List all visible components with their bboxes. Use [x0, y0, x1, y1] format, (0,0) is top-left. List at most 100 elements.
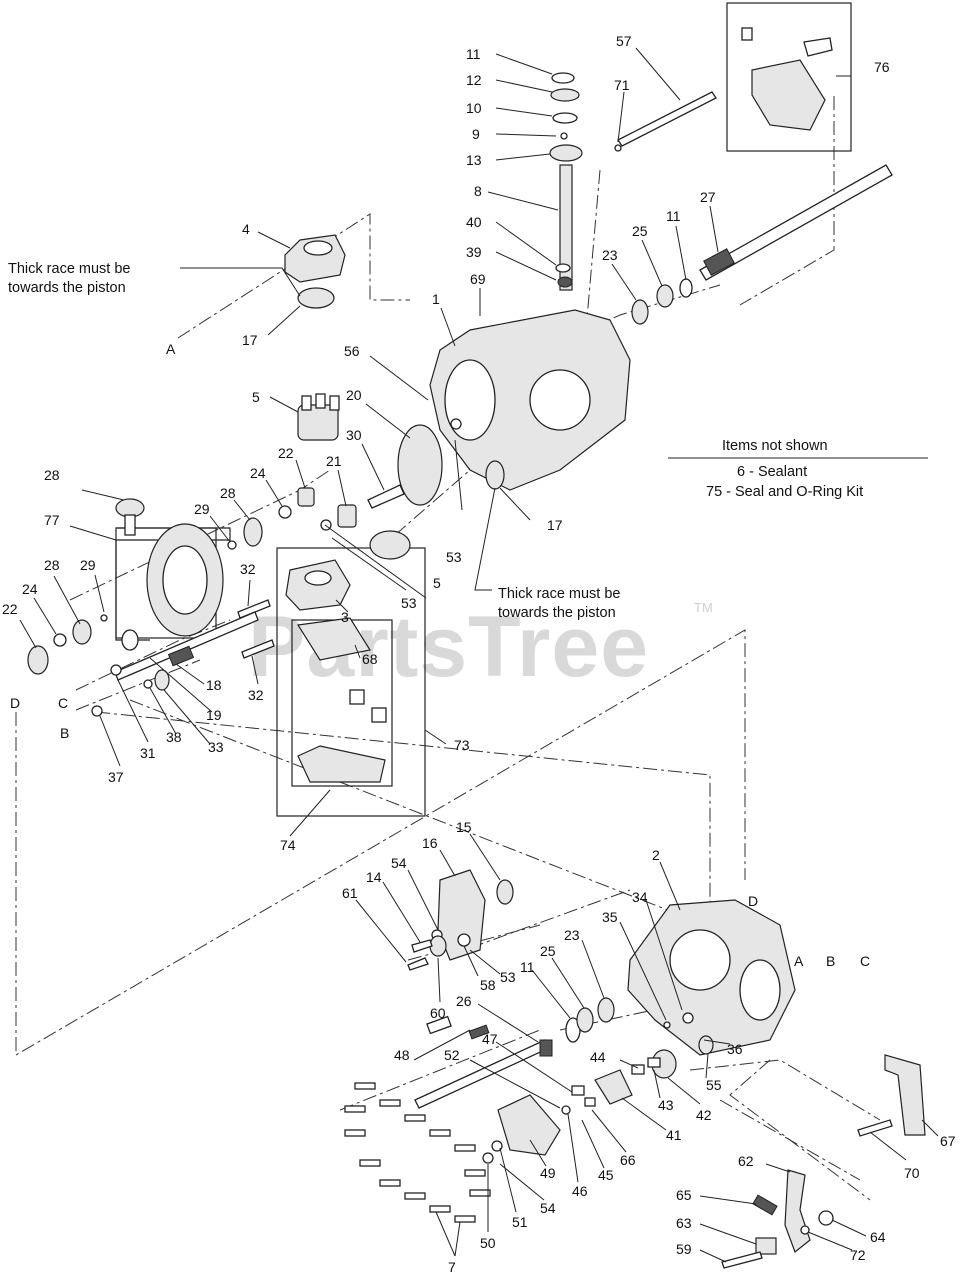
callout-31: 31 — [140, 745, 156, 761]
callout-15: 15 — [456, 819, 472, 835]
callout-19: 19 — [206, 707, 222, 723]
parts — [27, 27, 926, 1269]
callout-10: 10 — [466, 100, 482, 116]
leader-lines — [19, 47, 939, 1263]
callout-22: 22 — [278, 445, 294, 461]
callout-69: 69 — [470, 271, 486, 287]
callout-25b: 25 — [540, 943, 556, 959]
callout-62: 62 — [738, 1153, 754, 1169]
callout-46: 46 — [572, 1183, 588, 1199]
callout-48: 48 — [394, 1047, 410, 1063]
callout-71: 71 — [614, 77, 630, 93]
callout-4: 4 — [242, 221, 250, 237]
connector-letters: A C B D D A B C — [10, 341, 870, 969]
callout-35: 35 — [602, 909, 618, 925]
callout-21: 21 — [326, 453, 342, 469]
callout-28: 28 — [44, 467, 60, 483]
callout-44: 44 — [590, 1049, 606, 1065]
callout-5: 5 — [252, 389, 260, 405]
callout-23: 23 — [602, 247, 618, 263]
callout-60: 60 — [430, 1005, 446, 1021]
callout-47: 47 — [482, 1031, 498, 1047]
items-not-shown: Items not shown 6 - Sealant 75 - Seal an… — [668, 438, 928, 500]
callout-55: 55 — [706, 1077, 722, 1093]
callout-64: 64 — [870, 1229, 886, 1245]
callout-67: 67 — [940, 1133, 956, 1149]
callout-34: 34 — [632, 889, 648, 905]
connector-d-right: D — [748, 893, 758, 909]
callout-27: 27 — [700, 189, 716, 205]
connector-b-right: B — [826, 953, 835, 969]
callout-3: 3 — [341, 609, 349, 625]
callout-49: 49 — [540, 1165, 556, 1181]
callout-11c: 11 — [520, 959, 535, 975]
callouts: 11 12 10 9 13 8 40 39 69 57 71 76 27 11 … — [2, 33, 956, 1275]
callout-28c: 28 — [44, 557, 60, 573]
callout-38: 38 — [166, 729, 182, 745]
callout-29: 29 — [194, 501, 210, 517]
callout-76: 76 — [874, 59, 890, 75]
callout-33: 33 — [208, 739, 224, 755]
callout-50: 50 — [480, 1235, 496, 1251]
connector-c-left: C — [58, 695, 68, 711]
note-race-mid: Thick race must be towards the piston — [498, 586, 621, 621]
callout-37: 37 — [108, 769, 124, 785]
callout-70: 70 — [904, 1165, 920, 1181]
callout-40: 40 — [466, 214, 482, 230]
callout-45: 45 — [598, 1167, 614, 1183]
callout-73: 73 — [454, 737, 470, 753]
callout-12: 12 — [466, 72, 482, 88]
callout-52: 52 — [444, 1047, 460, 1063]
callout-8: 8 — [474, 183, 482, 199]
callout-29b: 29 — [80, 557, 96, 573]
callout-26: 26 — [456, 993, 472, 1009]
note-race-mid-line-2: towards the piston — [498, 605, 616, 621]
callout-56: 56 — [344, 343, 360, 359]
callout-24: 24 — [250, 465, 266, 481]
callout-53c: 53 — [500, 969, 516, 985]
callout-30: 30 — [346, 427, 362, 443]
item-not-shown-75: 75 - Seal and O-Ring Kit — [706, 484, 863, 500]
callout-16: 16 — [422, 835, 438, 851]
connector-a-right: A — [794, 953, 804, 969]
callout-5b: 5 — [433, 575, 441, 591]
callout-72: 72 — [850, 1247, 866, 1263]
callout-2: 2 — [652, 847, 660, 863]
callout-53: 53 — [446, 549, 462, 565]
box-73 — [276, 547, 426, 817]
callout-63: 63 — [676, 1215, 692, 1231]
callout-32b: 32 — [248, 687, 264, 703]
items-not-shown-heading: Items not shown — [722, 438, 828, 454]
watermark-tm: TM — [694, 600, 713, 615]
callout-66: 66 — [620, 1152, 636, 1168]
connector-a-top: A — [166, 341, 176, 357]
callout-17b: 17 — [547, 517, 563, 533]
callout-53b: 53 — [401, 595, 417, 611]
connector-d-left: D — [10, 695, 20, 711]
callout-77: 77 — [44, 512, 60, 528]
callout-13: 13 — [466, 152, 482, 168]
callout-51: 51 — [512, 1214, 528, 1230]
connector-c-right: C — [860, 953, 870, 969]
callout-65: 65 — [676, 1187, 692, 1203]
note-race-top-line-1: Thick race must be — [8, 261, 131, 277]
callout-59: 59 — [676, 1241, 692, 1257]
callout-54b: 54 — [540, 1200, 556, 1216]
callout-36: 36 — [727, 1041, 743, 1057]
note-race-top-line-2: towards the piston — [8, 280, 126, 296]
callout-11b: 11 — [666, 208, 681, 224]
callout-42: 42 — [696, 1107, 712, 1123]
box-76 — [726, 2, 852, 152]
callout-20: 20 — [346, 387, 362, 403]
callout-7: 7 — [448, 1259, 456, 1275]
callout-17: 17 — [242, 332, 258, 348]
callout-18: 18 — [206, 677, 222, 693]
callout-24b: 24 — [22, 581, 38, 597]
connector-b-left: B — [60, 725, 69, 741]
callout-54: 54 — [391, 855, 407, 871]
callout-28b: 28 — [220, 485, 236, 501]
callout-9: 9 — [472, 126, 480, 142]
callout-14: 14 — [366, 869, 382, 885]
callout-58: 58 — [480, 977, 496, 993]
